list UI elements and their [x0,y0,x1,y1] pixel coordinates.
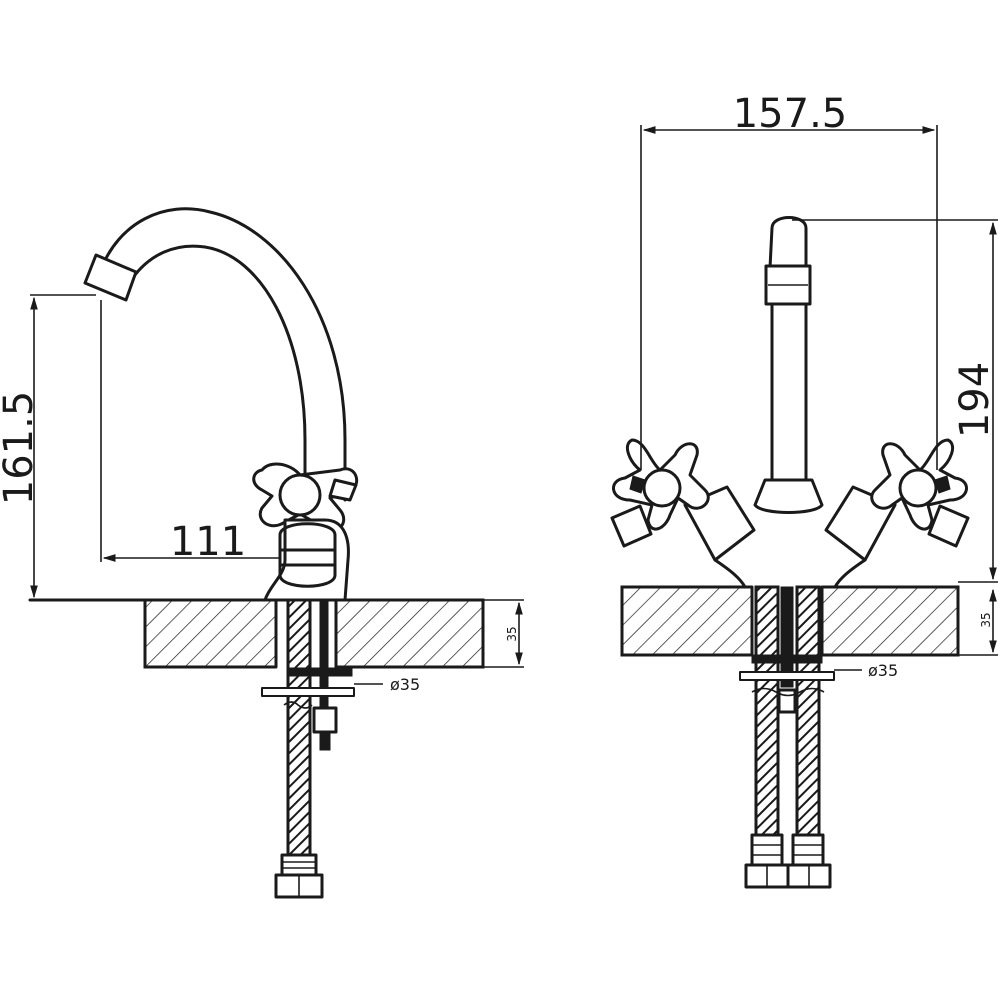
side-height-dimension: 161.5 [0,391,42,506]
front-left-handle [610,438,756,562]
side-mounting-nut [312,706,338,734]
side-hole-diameter-dimension: ø35 [390,675,420,694]
front-spout-column [768,216,808,270]
side-spout [98,207,347,502]
side-view: 161.5 111 35 ø35 [0,207,524,899]
front-flex-hose-right [795,585,821,837]
side-counter-thickness-dimension: 35 [505,626,519,641]
front-counter-thickness-dimension: 35 [979,612,993,627]
front-hole-diameter-dimension: ø35 [868,661,898,680]
front-center-body [753,478,824,514]
side-reach-dimension: 111 [170,519,246,565]
front-width-dimension: 157.5 [733,91,848,137]
side-aerator [83,253,138,302]
front-flex-hose-left [754,585,780,837]
front-view: 157.5 194 35 ø35 [610,91,998,889]
side-flex-hose [286,598,312,857]
front-height-dimension: 194 [952,362,998,438]
front-right-handle [824,438,970,562]
